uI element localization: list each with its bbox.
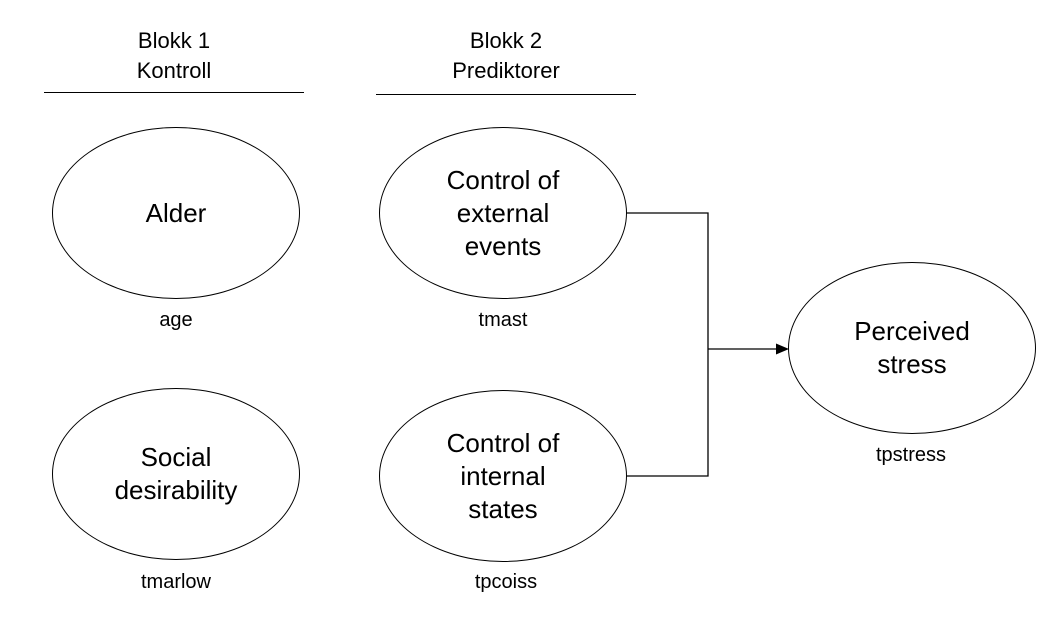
node-social-desirability-label: Social desirability bbox=[114, 442, 238, 505]
node-social-desirability: Social desirability bbox=[52, 388, 300, 560]
node-alder-label: Alder bbox=[145, 197, 207, 228]
variable-tmarlow: tmarlow bbox=[140, 571, 211, 593]
block2-subtitle: Prediktorer bbox=[452, 58, 560, 83]
arrowhead-icon bbox=[776, 343, 789, 355]
variable-tpstress: tpstress bbox=[875, 444, 947, 466]
block1-title: Blokk 1 bbox=[137, 28, 211, 53]
node-control-external-label: Control of external events bbox=[446, 164, 560, 261]
variable-tmast: tmast bbox=[478, 309, 528, 331]
node-control-internal: Control of internal states bbox=[379, 390, 627, 562]
node-control-internal-label: Control of internal states bbox=[446, 427, 560, 524]
block2-title: Blokk 2 bbox=[469, 28, 543, 53]
node-alder: Alder bbox=[52, 127, 300, 299]
block2-divider bbox=[376, 94, 636, 95]
connector-internal bbox=[627, 349, 709, 477]
variable-tpcoiss: tpcoiss bbox=[474, 571, 538, 593]
variable-age: age bbox=[159, 309, 193, 331]
connector-external bbox=[627, 212, 709, 349]
block1-subtitle: Kontroll bbox=[136, 58, 212, 83]
block1-header: Blokk 1 Kontroll bbox=[74, 26, 274, 86]
node-perceived-stress: Perceived stress bbox=[788, 262, 1036, 434]
node-control-external: Control of external events bbox=[379, 127, 627, 299]
block2-header: Blokk 2 Prediktorer bbox=[406, 26, 606, 86]
node-perceived-stress-label: Perceived stress bbox=[854, 316, 970, 379]
block1-divider bbox=[44, 92, 304, 93]
